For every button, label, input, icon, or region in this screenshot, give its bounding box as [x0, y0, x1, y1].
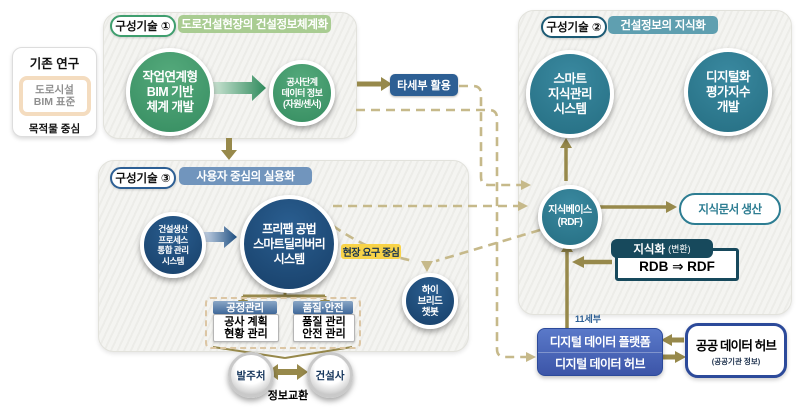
circle-knowledge-base: 지식베이스 (RDF)	[538, 185, 602, 249]
badge-tech1-label: 구성기술 ①	[115, 21, 171, 33]
band-tech3: 사용자 중심의 실용화	[179, 167, 312, 185]
owner-label: 발주처	[236, 369, 266, 382]
quality-safety-label: 품질·안전	[302, 302, 344, 314]
process-mgmt-header: 공정관리	[213, 301, 277, 314]
circle-production-process: 건설생산 프로세스 통합 관리 시스템	[140, 212, 206, 278]
circle-hybrid-chatbot: 하이 브리드 챗봇	[402, 273, 458, 329]
band-tech2: 건설정보의 지식화	[608, 16, 718, 34]
legend-caption: 목적물 중심	[28, 123, 81, 135]
public-hub-title: 공공 데이터 허브	[695, 338, 777, 353]
band-tech3-label: 사용자 중심의 실용화	[196, 171, 295, 183]
badge-tech3-label: 구성기술 ③	[115, 173, 171, 185]
process-mgmt-body: 공사 계획 현황 관리	[213, 314, 279, 342]
conversion-header: 지식화 (변환)	[611, 239, 713, 258]
legend-box: 기존 연구 도로시설 BIM 표준 목적물 중심	[12, 47, 97, 137]
builder-label: 건설사	[315, 369, 345, 382]
circle-owner: 발주처	[228, 352, 274, 398]
circle-prefab-delivery: 프리팹 공법 스마트딜리버리 시스템	[240, 195, 338, 293]
conversion-body-text: RDB ⇒ RDF	[639, 259, 715, 274]
exchange-caption: 정보교환	[257, 387, 319, 403]
subtask-label: 11세부	[575, 312, 601, 325]
quality-safety-body: 품질 관리 안전 관리	[293, 314, 355, 342]
band-tech1: 도로건설현장의 건설정보체계화	[178, 15, 331, 33]
conversion-title: 지식화	[633, 243, 666, 256]
circle-digital-index: 디지털화 평가지수 개발	[684, 48, 772, 136]
digital-platform-row: 디지털 데이터 플랫폼	[538, 331, 662, 353]
digital-hub-row: 디지털 데이터 허브	[555, 356, 646, 371]
circle-smart-knowledge: 스마트 지식관리 시스템	[526, 50, 614, 138]
public-hub-sub: (공공기관 정보)	[711, 356, 761, 366]
exchange-caption-text: 정보교환	[267, 390, 309, 402]
badge-tech1: 구성기술 ①	[110, 15, 176, 37]
tasebu-badge: 타세부 활용	[390, 74, 458, 96]
digital-hub-box: 디지털 데이터 플랫폼 디지털 데이터 허브	[537, 328, 663, 376]
site-demand-label: 현장 요구 중심	[342, 248, 400, 259]
band-tech2-label: 건설정보의 지식화	[620, 20, 706, 32]
circle-bim-system: 작업연계형 BIM 기반 체계 개발	[126, 48, 214, 136]
public-hub-box: 공공 데이터 허브 (공공기관 정보)	[685, 323, 787, 378]
management-dashed-box	[205, 297, 361, 349]
legend-item-box: 도로시설 BIM 표준	[18, 76, 91, 116]
process-mgmt-label: 공정관리	[226, 302, 264, 314]
legend-title: 기존 연구	[29, 57, 80, 71]
subtask-text: 11세부	[575, 314, 602, 324]
badge-tech2: 구성기술 ②	[541, 16, 607, 38]
badge-tech2-label: 구성기술 ②	[546, 22, 602, 34]
knowledge-doc-label: 지식문서 생산	[698, 204, 762, 216]
legend-item: 도로시설 BIM 표준	[33, 84, 76, 108]
knowledge-doc-pill: 지식문서 생산	[679, 193, 781, 225]
circle-construction-data: 공사단계 데이터 정보 (자원/센서)	[269, 60, 335, 126]
quality-safety-header: 품질·안전	[293, 301, 353, 314]
band-tech1-label: 도로건설현장의 건설정보체계화	[181, 19, 328, 31]
tasebu-label: 타세부 활용	[397, 80, 451, 92]
badge-tech3: 구성기술 ③	[110, 167, 176, 189]
site-demand-tag: 현장 요구 중심	[341, 244, 401, 259]
circle-builder: 건설사	[307, 352, 353, 398]
conversion-title-sub: (변환)	[668, 244, 691, 254]
